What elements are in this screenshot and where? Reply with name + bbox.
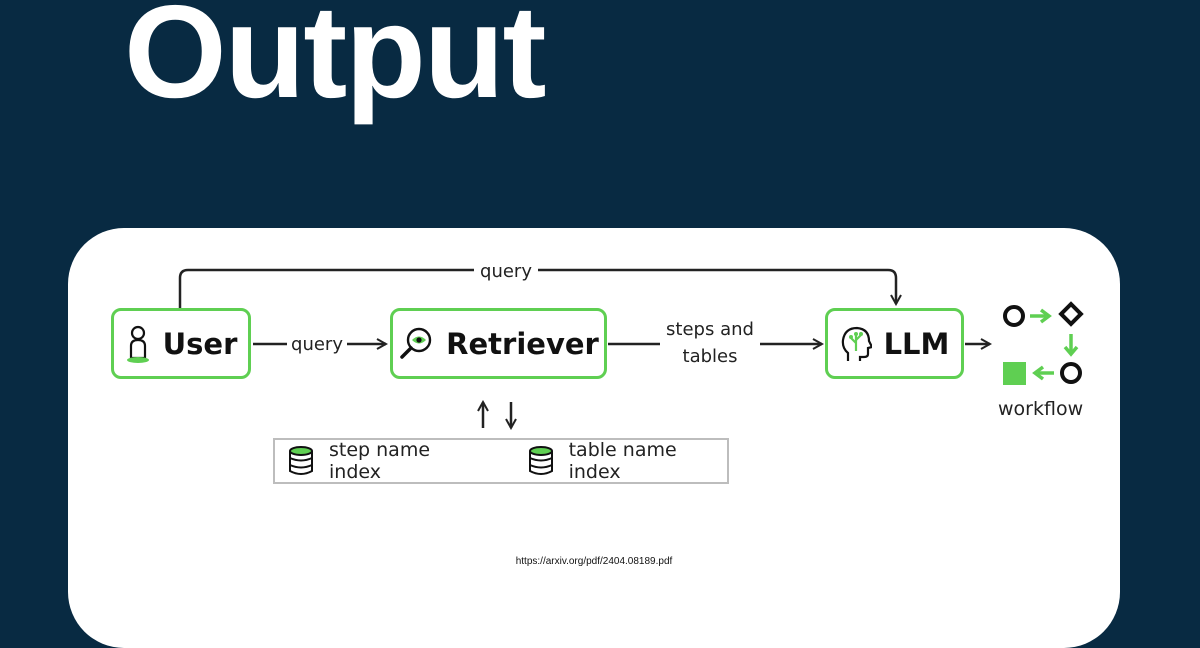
tables-label: tables xyxy=(682,346,738,367)
connector-arrows xyxy=(178,268,1084,600)
magnifier-icon xyxy=(398,326,434,362)
workflow-label: workflow xyxy=(998,398,1084,420)
head-brain-icon xyxy=(840,325,872,363)
user-node: User xyxy=(111,308,251,379)
table-name-index: table name index xyxy=(527,439,727,483)
retriever-node: Retriever xyxy=(390,308,607,379)
steps-and-label: steps and xyxy=(666,319,754,340)
step-name-index-label: step name index xyxy=(329,439,431,483)
table-name-index-label: table name index xyxy=(568,439,677,483)
user-retriever-query-label: query xyxy=(287,331,347,358)
top-query-arrow xyxy=(178,268,896,308)
step-name-index: step name index xyxy=(287,439,481,483)
source-url[interactable]: https://arxiv.org/pdf/2404.08189.pdf xyxy=(515,556,673,567)
llm-node-label: LLM xyxy=(883,326,950,361)
database-icon xyxy=(287,445,315,477)
diagram-panel: query query steps and tables User Retrie… xyxy=(68,228,1120,648)
user-node-label: User xyxy=(162,326,238,361)
top-query-label: query xyxy=(474,258,538,285)
person-icon xyxy=(125,324,151,364)
database-icon xyxy=(527,445,555,477)
workflow-icon xyxy=(1003,301,1084,385)
llm-node: LLM xyxy=(825,308,964,379)
steps-and-tables-label: steps and tables xyxy=(660,316,760,370)
page-title: Output xyxy=(124,0,546,125)
index-box: step name index table name index xyxy=(273,438,729,484)
retriever-node-label: Retriever xyxy=(446,326,599,361)
